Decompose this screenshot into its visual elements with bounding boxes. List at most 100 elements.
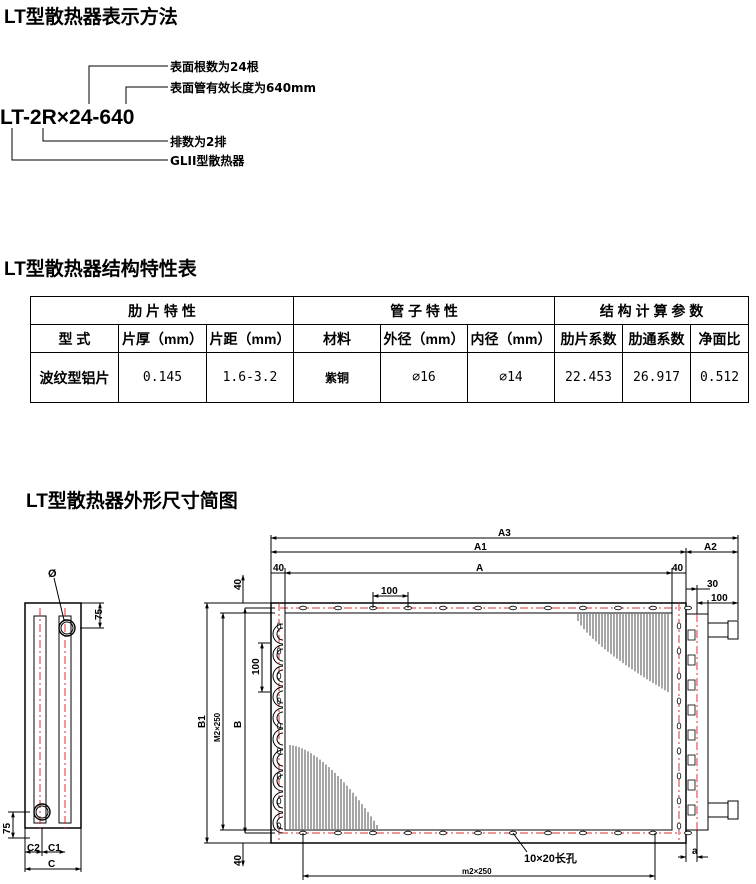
slot-hole [676, 722, 682, 730]
title-spec-table: LT型散热器结构特性表 [4, 259, 197, 280]
slot-hole [684, 830, 692, 836]
slot-hole [404, 830, 412, 836]
tube-bend [272, 749, 284, 771]
cell-inner-diameter: ⌀14 [467, 352, 555, 403]
tube-bend [272, 770, 284, 792]
col-fin-thickness: 片厚（mm） [118, 324, 207, 353]
slot-hole [676, 672, 682, 680]
tube-bends [272, 623, 284, 834]
note-tube-count: 表面根数为24根 [169, 59, 259, 74]
note-type: GLII型散热器 [170, 153, 245, 168]
col-material: 材料 [293, 324, 381, 353]
header-tube [687, 654, 696, 666]
slot-hole [614, 830, 622, 836]
dim-a3: A3 [498, 528, 511, 539]
note-rows: 排数为2排 [170, 134, 226, 149]
group-tube: 管 子 特 性 [293, 296, 555, 325]
col-fin-pitch: 片距（mm） [206, 324, 294, 353]
dim-phi: Ø [48, 568, 57, 580]
tube-bend-inner [276, 648, 284, 662]
cell-fin-coef: 22.453 [554, 352, 623, 403]
title-outline-drawing: LT型散热器外形尺寸简图 [26, 491, 238, 512]
slot-hole [676, 697, 682, 705]
tube-bend-inner [276, 816, 284, 830]
tube-bend [272, 812, 284, 834]
header-tube [687, 704, 696, 716]
slot-hole [474, 605, 482, 611]
col-inner-diameter: 内径（mm） [467, 324, 555, 353]
fins-left [289, 745, 378, 829]
tube-bend-inner [276, 774, 284, 788]
slot-hole [439, 605, 447, 611]
side-view [8, 577, 104, 872]
slot-hole [684, 605, 692, 611]
dim-40-top: 40 [233, 578, 244, 590]
cell-material: 紫铜 [293, 352, 381, 403]
cell-fin-thickness: 0.145 [118, 352, 207, 403]
cell-fin-pass-coef: 26.917 [622, 352, 691, 403]
slot-hole [579, 830, 587, 836]
cell-type: 波纹型铝片 [30, 352, 119, 403]
col-type: 型 式 [30, 324, 119, 353]
dim-a-small: a [692, 846, 698, 857]
dim-a: A [476, 563, 483, 574]
slot-hole [439, 830, 447, 836]
dim-30: 30 [707, 579, 719, 590]
hole-label: 10×20长孔 [524, 851, 577, 865]
title-representation: LT型散热器表示方法 [4, 7, 178, 28]
cell-fin-pitch: 1.6-3.2 [206, 352, 294, 403]
dim-b: B [233, 721, 244, 728]
tube-bend [272, 791, 284, 813]
dim-m2x250-bottom: m2×250 [462, 867, 492, 876]
note-tube-length: 表面管有效长度为640mm [169, 80, 316, 95]
slot-hole [544, 605, 552, 611]
tube-bend [272, 728, 284, 750]
tube-bend-inner [276, 753, 284, 767]
dim-c1: C1 [48, 843, 61, 854]
dim-75-bottom: 75 [2, 822, 13, 834]
dim-c2: C2 [27, 843, 40, 854]
col-fin-pass-coef: 肋通系数 [622, 324, 691, 353]
dim-100-nozzle: 100 [711, 593, 728, 604]
slot-hole [579, 605, 587, 611]
slot-hole [369, 830, 377, 836]
header-tube [687, 779, 696, 791]
slot-hole [676, 797, 682, 805]
dim-40-left: 40 [273, 563, 285, 574]
slot-hole [334, 830, 342, 836]
slot-hole [676, 747, 682, 755]
slot-hole [509, 605, 517, 611]
slot-hole [614, 605, 622, 611]
dim-b1: B1 [197, 715, 208, 728]
dim-40-bottom: 40 [233, 854, 244, 866]
cell-outer-diameter: ⌀16 [380, 352, 468, 403]
code-label: LT-2R×24-640 [0, 106, 134, 129]
header-tube [687, 629, 696, 641]
tube-bend-inner [276, 690, 284, 704]
slot-hole [299, 605, 307, 611]
slot-hole [649, 605, 657, 611]
tube-bend [272, 707, 284, 729]
header-tube [687, 679, 696, 691]
dim-100-pitch: 100 [381, 586, 398, 597]
tube-bend [272, 686, 284, 708]
tube-bend [272, 623, 284, 645]
tube-bend-inner [276, 795, 284, 809]
slot-hole [676, 647, 682, 655]
slot-hole [474, 830, 482, 836]
tube-bend [272, 644, 284, 666]
dim-a1: A1 [474, 542, 487, 553]
dim-a2: A2 [704, 542, 717, 553]
tube-bend-inner [276, 627, 284, 641]
tube-bend [272, 665, 284, 687]
dim-c: C [48, 859, 55, 870]
tube-bend-inner [276, 669, 284, 683]
fins-right [577, 614, 669, 692]
slot-hole [676, 622, 682, 630]
dim-100-vertical: 100 [251, 658, 262, 675]
cell-net-area-ratio: 0.512 [689, 352, 750, 403]
slot-hole [676, 772, 682, 780]
dim-40-right: 40 [672, 563, 684, 574]
